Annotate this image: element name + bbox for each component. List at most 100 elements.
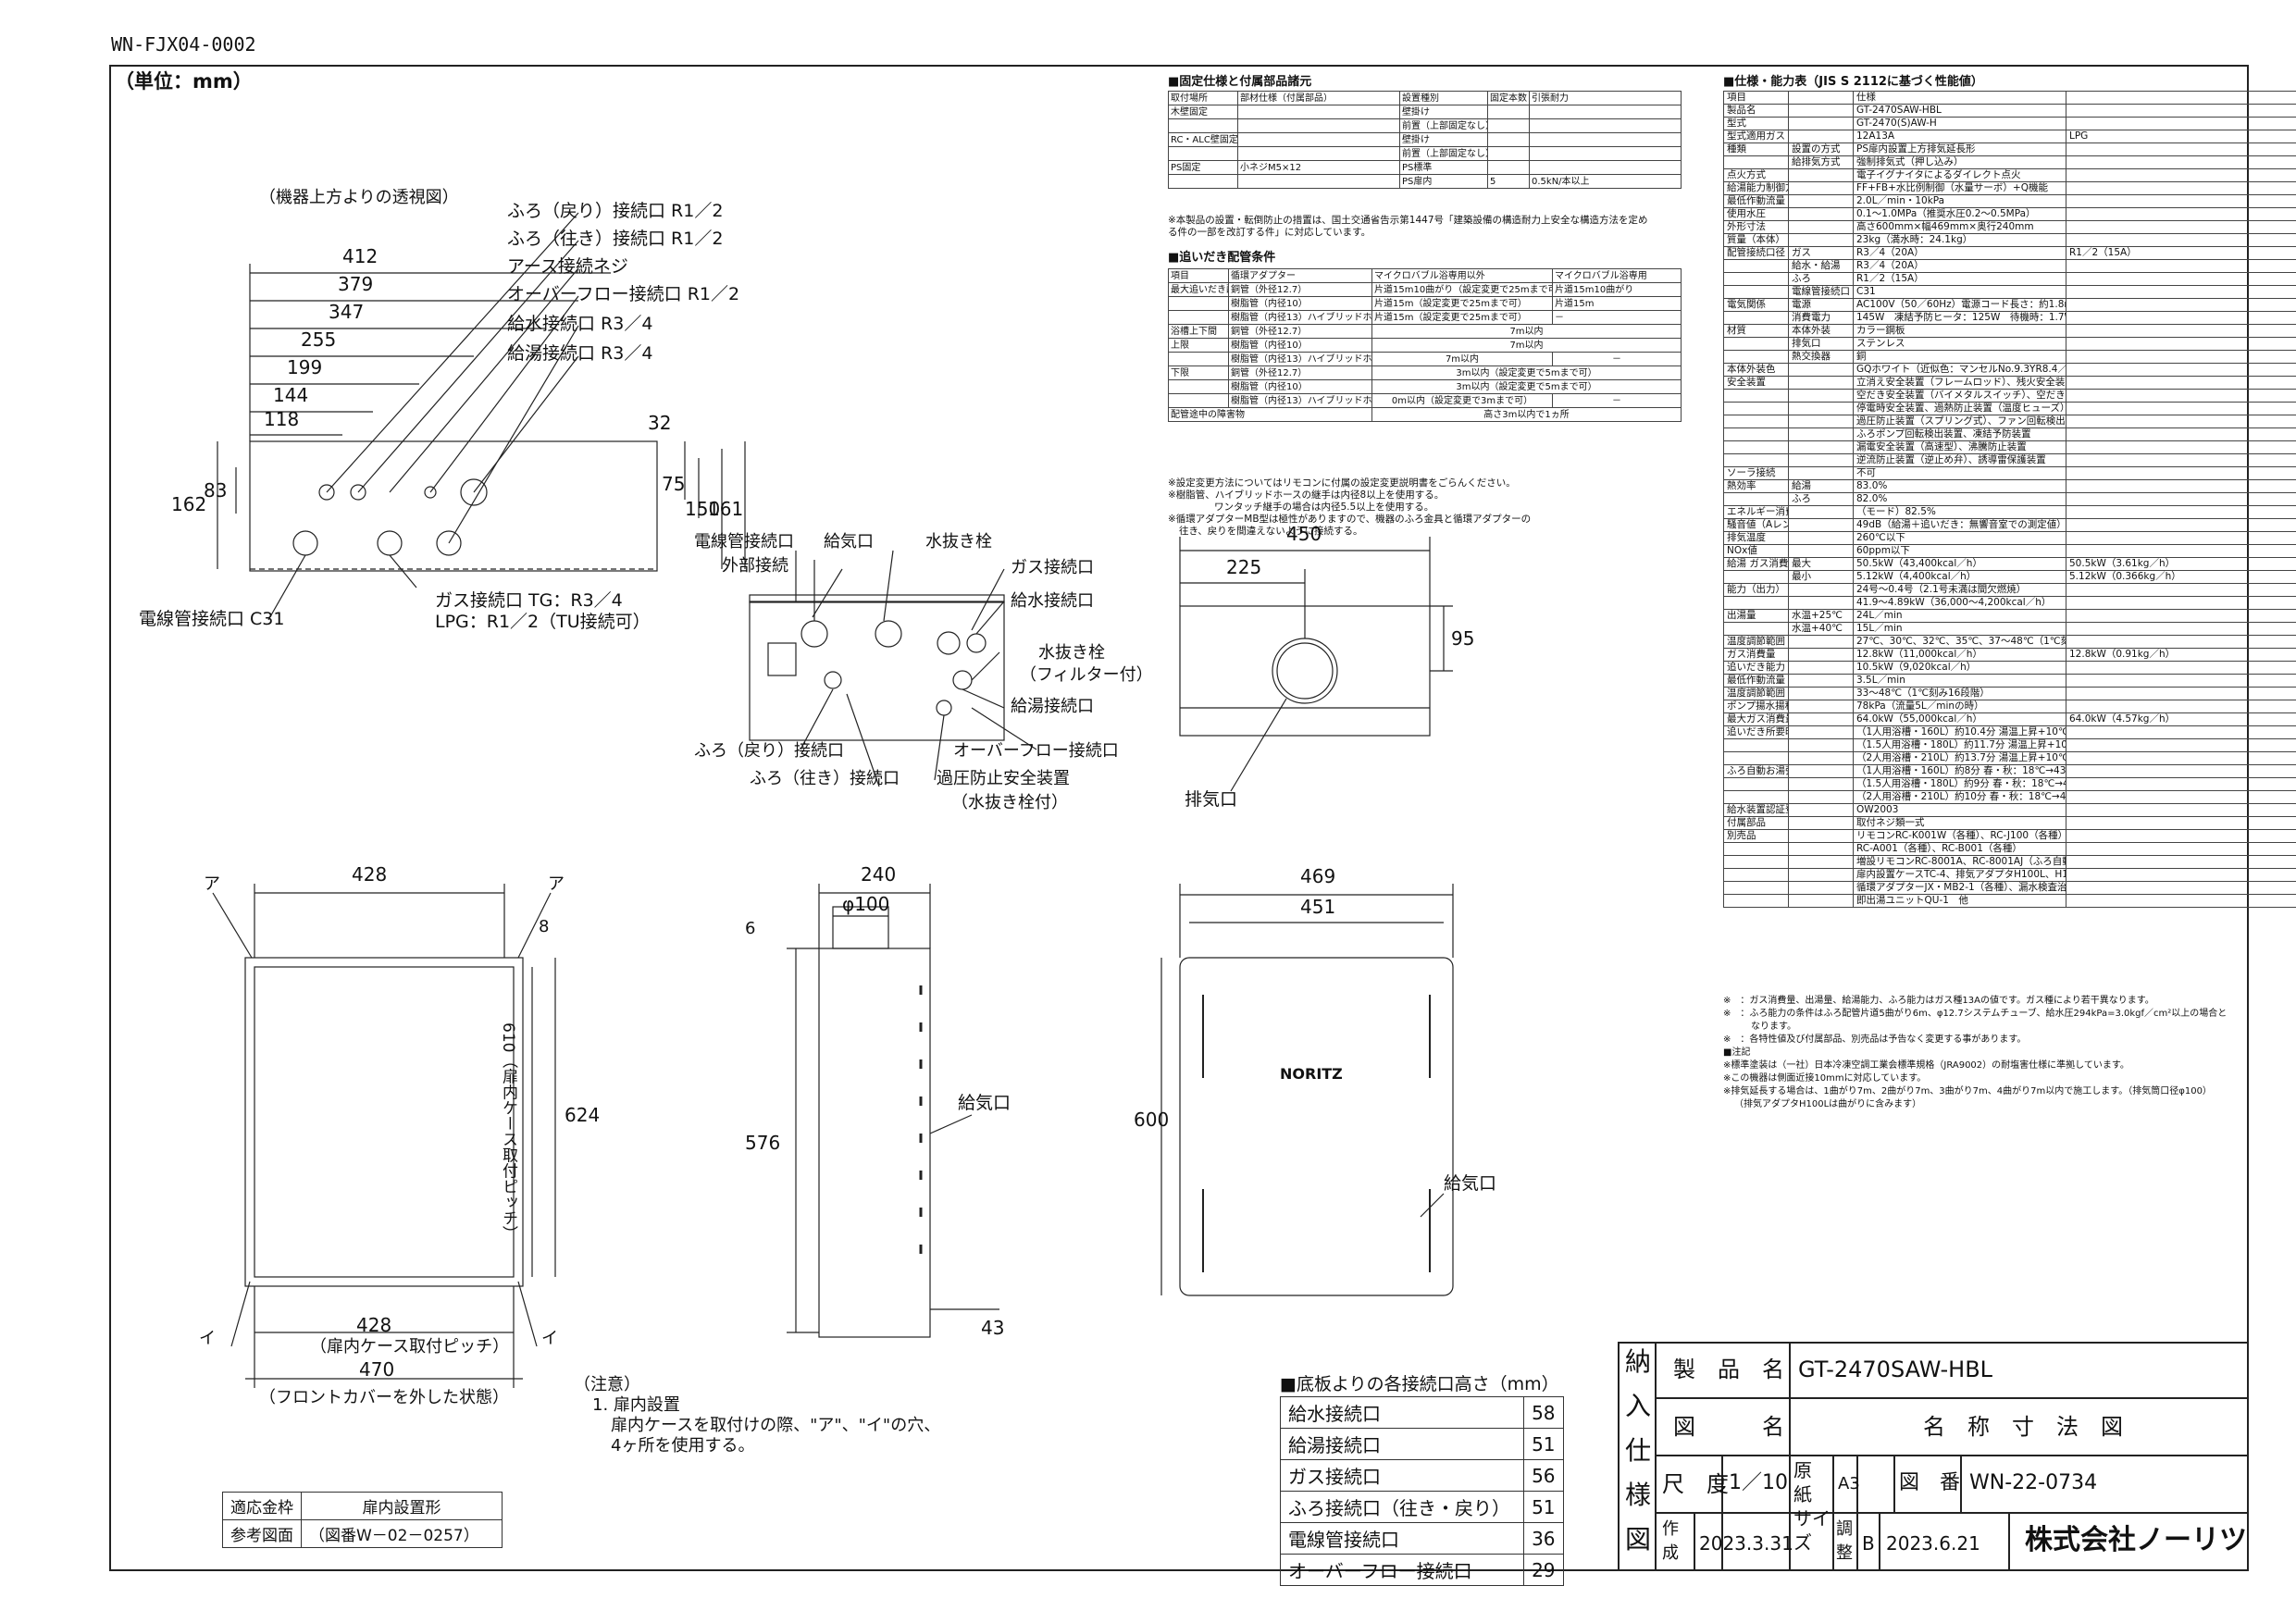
- notes-line-2: 扉内ケースを取付けの際、"ア"、"イ"の穴、: [611, 1416, 941, 1435]
- spec-row: 給水装置認証登録番号OW2003: [1723, 803, 2296, 817]
- fc-caption: （フロントカバーを外した状態）: [259, 1388, 509, 1407]
- dwg-no-label: 図 番: [1899, 1471, 1961, 1494]
- label-bath-return: ふろ（戻り）接続口 R1／2: [507, 201, 724, 221]
- spec-row: 最大ガス消費量（同時使用時）64.0kW（55,000kcal／h）64.0kW…: [1723, 712, 2296, 726]
- ref-table: 適応金枠扉内設置形 参考図面（図番W－02－0257）: [222, 1492, 503, 1548]
- front-cover-drawing: [212, 884, 556, 1388]
- front-intake-label: 給気口: [1444, 1173, 1497, 1194]
- fc-dim-pitch: （扉内ケース取付ピッチ）: [310, 1337, 510, 1357]
- spec-row: ふろポンプ回転検出装置、凍結予防装置: [1723, 427, 2296, 441]
- spec-row: 即出湯ユニットQU-1 他: [1723, 894, 2296, 908]
- spec-row: 温度調節範囲27℃、30℃、32℃、35℃、37～48℃（1℃刻み）、50、55…: [1723, 635, 2296, 649]
- label-bath-supply: ふろ（往き）接続口 R1／2: [507, 229, 724, 249]
- paper-value: A3: [1838, 1474, 1860, 1493]
- bv-drain: 水抜き栓: [925, 532, 992, 551]
- height-row: ふろ接続口（往き・戻り）51: [1280, 1491, 1565, 1523]
- paper-label: 原 紙 サイズ: [1793, 1459, 1831, 1554]
- label-earth-screw: アース接続ネジ: [507, 256, 628, 277]
- dim-162: 162: [171, 493, 207, 515]
- front-dim-451: 451: [1300, 896, 1336, 918]
- fc-dim-428-top: 428: [352, 863, 388, 886]
- adj-value: 2023.6.21: [1886, 1532, 1980, 1555]
- spec-row: ふろ自動お湯張り所要時間（1人用浴槽・160L）約8分 春・秋：18℃→43℃: [1723, 764, 2296, 778]
- bv-relief-drain: （水抜き栓付）: [951, 793, 1068, 812]
- spec-row: 漏電安全装置（高速型）、沸騰防止装置: [1723, 440, 2296, 454]
- spec-row: 騒音値（Aレンジ）49dB（給湯＋追いだき：無響音室での測定値）: [1723, 518, 2296, 532]
- spec-row: 41.9～4.89kW（36,000～4,200kcal／h）: [1723, 596, 2296, 610]
- label-gas-lpg: LPG：R1／2（TU接続可）: [435, 612, 651, 632]
- product-label: 製 品 名: [1673, 1357, 1784, 1382]
- spec-row: （2人用浴槽・210L）約13.7分 湯温上昇+10℃: [1723, 751, 2296, 765]
- notes-line-3: 4ヶ所を使用する。: [611, 1436, 755, 1456]
- drawing-value: 名 称 寸 法 図: [1923, 1414, 2123, 1440]
- spec-row: 循環アダプターJX・MB2-1（各種）、漏水検査治具JX・MB: [1723, 881, 2296, 895]
- bv-bath-supply: ふろ（往き）接続口: [750, 769, 900, 788]
- fixing-title: ■固定仕様と付属部品諸元: [1168, 75, 1312, 89]
- spec-row: （1.5人用浴槽・180L）約9分 春・秋：18℃→43℃: [1723, 777, 2296, 791]
- piping-title: ■追いだき配管条件: [1168, 251, 1276, 265]
- dim-150: 150: [685, 498, 721, 520]
- fc-marker-i-left: イ: [199, 1329, 216, 1348]
- spec-row: 空だき安全装置（バイメタルスイッチ）、空だき防止装置（水流スイッチ）: [1723, 389, 2296, 403]
- dim-75: 75: [662, 473, 686, 495]
- spec-row: 外形寸法高さ600mm×幅469mm×奥行240mm: [1723, 220, 2296, 234]
- spec-row: 排気口ステンレス: [1723, 337, 2296, 351]
- bv-gas: ガス接続口: [1011, 558, 1094, 577]
- spec-row: ポンプ揚水揚程50/60Hz共通78kPa（流量5L／minの時）: [1723, 700, 2296, 713]
- side-dim-6: 6: [745, 919, 756, 938]
- made-label: 作 成: [1662, 1519, 1679, 1563]
- spec-row: 能力（出力）24号～0.4号（2.1号未満は間欠燃焼）: [1723, 583, 2296, 597]
- spec-row: 点火方式電子イグナイタによるダイレクト点火: [1723, 168, 2296, 182]
- vertical-title-2: 入: [1625, 1391, 1652, 1421]
- bv-bath-return: ふろ（戻り）接続口: [694, 741, 844, 761]
- spec-row: 給湯能力制御方式FF+FB+水比例制御（水量サーボ）+Q機能: [1723, 181, 2296, 195]
- spec-row: （2人用浴槽・210L）約10分 春・秋：18℃→43℃: [1723, 790, 2296, 804]
- doc-number: WN-FJX04-0002: [111, 33, 256, 56]
- fc-marker-i-right: イ: [541, 1329, 558, 1348]
- top-view-drawing: [217, 212, 746, 621]
- dwg-no-value: WN-22-0734: [1969, 1471, 2098, 1494]
- spec-row: 給湯 ガス消費量最大50.5kW（43,400kcal／h）50.5kW（3.6…: [1723, 557, 2296, 571]
- fc-marker-a-left: ア: [204, 874, 220, 894]
- dim-199: 199: [287, 356, 323, 378]
- label-hot-water: 給湯接続口 R3／4: [507, 343, 653, 364]
- side-dim-phi100: φ100: [842, 893, 890, 915]
- vent-view: 450 225 95 排気口: [1166, 514, 1499, 824]
- label-conduit: 電線管接続口 C31: [139, 609, 285, 629]
- bv-external: 外部接続: [722, 556, 788, 576]
- height-table-title: ■底板よりの各接続口高さ（mm）: [1280, 1374, 1559, 1394]
- spec-row: （1.5人用浴槽・180L）約11.7分 湯温上昇+10℃: [1723, 738, 2296, 752]
- spec-row: RC-A001（各種）、RC-B001（各種）: [1723, 842, 2296, 856]
- spec-row: 最低作動流量・水圧2.0L／min・10kPa: [1723, 194, 2296, 208]
- adj-label: 調 整: [1836, 1519, 1853, 1563]
- fc-dim-610: 610（扉内ケース取付ピッチ）: [499, 1022, 517, 1242]
- bv-intake: 給気口: [824, 532, 874, 551]
- bottom-view-drawing: [749, 550, 1037, 787]
- spec-row: 付属部品取付ネジ類一式: [1723, 816, 2296, 830]
- piping-notes: ※設定変更方法についてはリモコンに付属の設定変更説明書をごらんください。※樹脂管…: [1168, 477, 1532, 537]
- spec-row: 質量（本体）23kg（満水時：24.1kg）: [1723, 233, 2296, 247]
- side-intake-label: 給気口: [958, 1093, 1011, 1113]
- fc-dim-470: 470: [359, 1358, 395, 1381]
- bv-hotwater: 給湯接続口: [1011, 697, 1094, 716]
- title-block: 納 入 仕 様 図 製 品 名 GT-2470SAW-HBL 図 名 名 称 寸…: [1618, 1342, 2249, 1571]
